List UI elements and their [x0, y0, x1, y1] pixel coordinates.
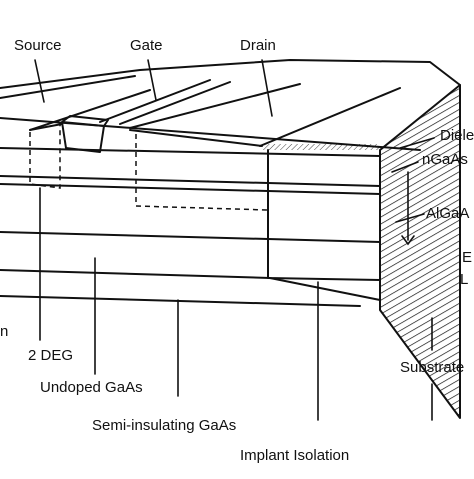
dielectric-pointer: [399, 137, 435, 149]
undoped-gaas-label: Undoped GaAs: [40, 379, 143, 396]
source-contact-stripe: [0, 75, 151, 131]
ngaas-pointer: [391, 161, 419, 173]
source-contact-layer: [29, 123, 63, 131]
gate-label: Gate: [130, 37, 163, 54]
drain-contact-stripe: [129, 83, 401, 147]
source-pointer: [34, 59, 45, 103]
two-deg-label: 2 DEG: [28, 347, 73, 364]
gate-contact-stripe: [99, 79, 231, 125]
dielectric-label: Diele: [440, 127, 474, 144]
algaas-pointer: [395, 213, 425, 223]
epi-l-label: L: [460, 271, 468, 288]
drain-pointer: [261, 59, 273, 117]
layer-line-algaas: [0, 183, 381, 195]
algaas-label: AlGaA: [426, 205, 469, 222]
ngaas-label: nGaAs: [422, 151, 468, 168]
epi-label: E: [462, 249, 472, 266]
implant-isolation-label: Implant Isolation: [240, 447, 349, 464]
substrate-label: Substrate: [400, 359, 464, 376]
layer-line-substrate-top: [0, 269, 381, 301]
layer-line-substrate-bottom: [0, 295, 361, 307]
cut-left-label: n: [0, 323, 8, 340]
drain-label: Drain: [240, 37, 276, 54]
drain-depletion-outline: [135, 134, 269, 211]
source-depletion-outline: [29, 124, 61, 189]
implant-isolation-region: [267, 149, 381, 281]
gate-pointer: [147, 59, 157, 101]
source-label: Source: [14, 37, 62, 54]
semi-insulating-gaas-label: Semi-insulating GaAs: [92, 417, 236, 434]
layer-line-undoped: [0, 231, 381, 243]
drain-contact-layer: [129, 129, 263, 147]
top-surface-back-edge: [0, 59, 461, 89]
layer-line-cap: [0, 147, 381, 157]
surface-cap-hatch: [262, 144, 380, 150]
layer-line-ngaas: [0, 175, 381, 187]
gate-metal-block: [61, 115, 109, 153]
epi-thickness-marker: [401, 171, 415, 246]
